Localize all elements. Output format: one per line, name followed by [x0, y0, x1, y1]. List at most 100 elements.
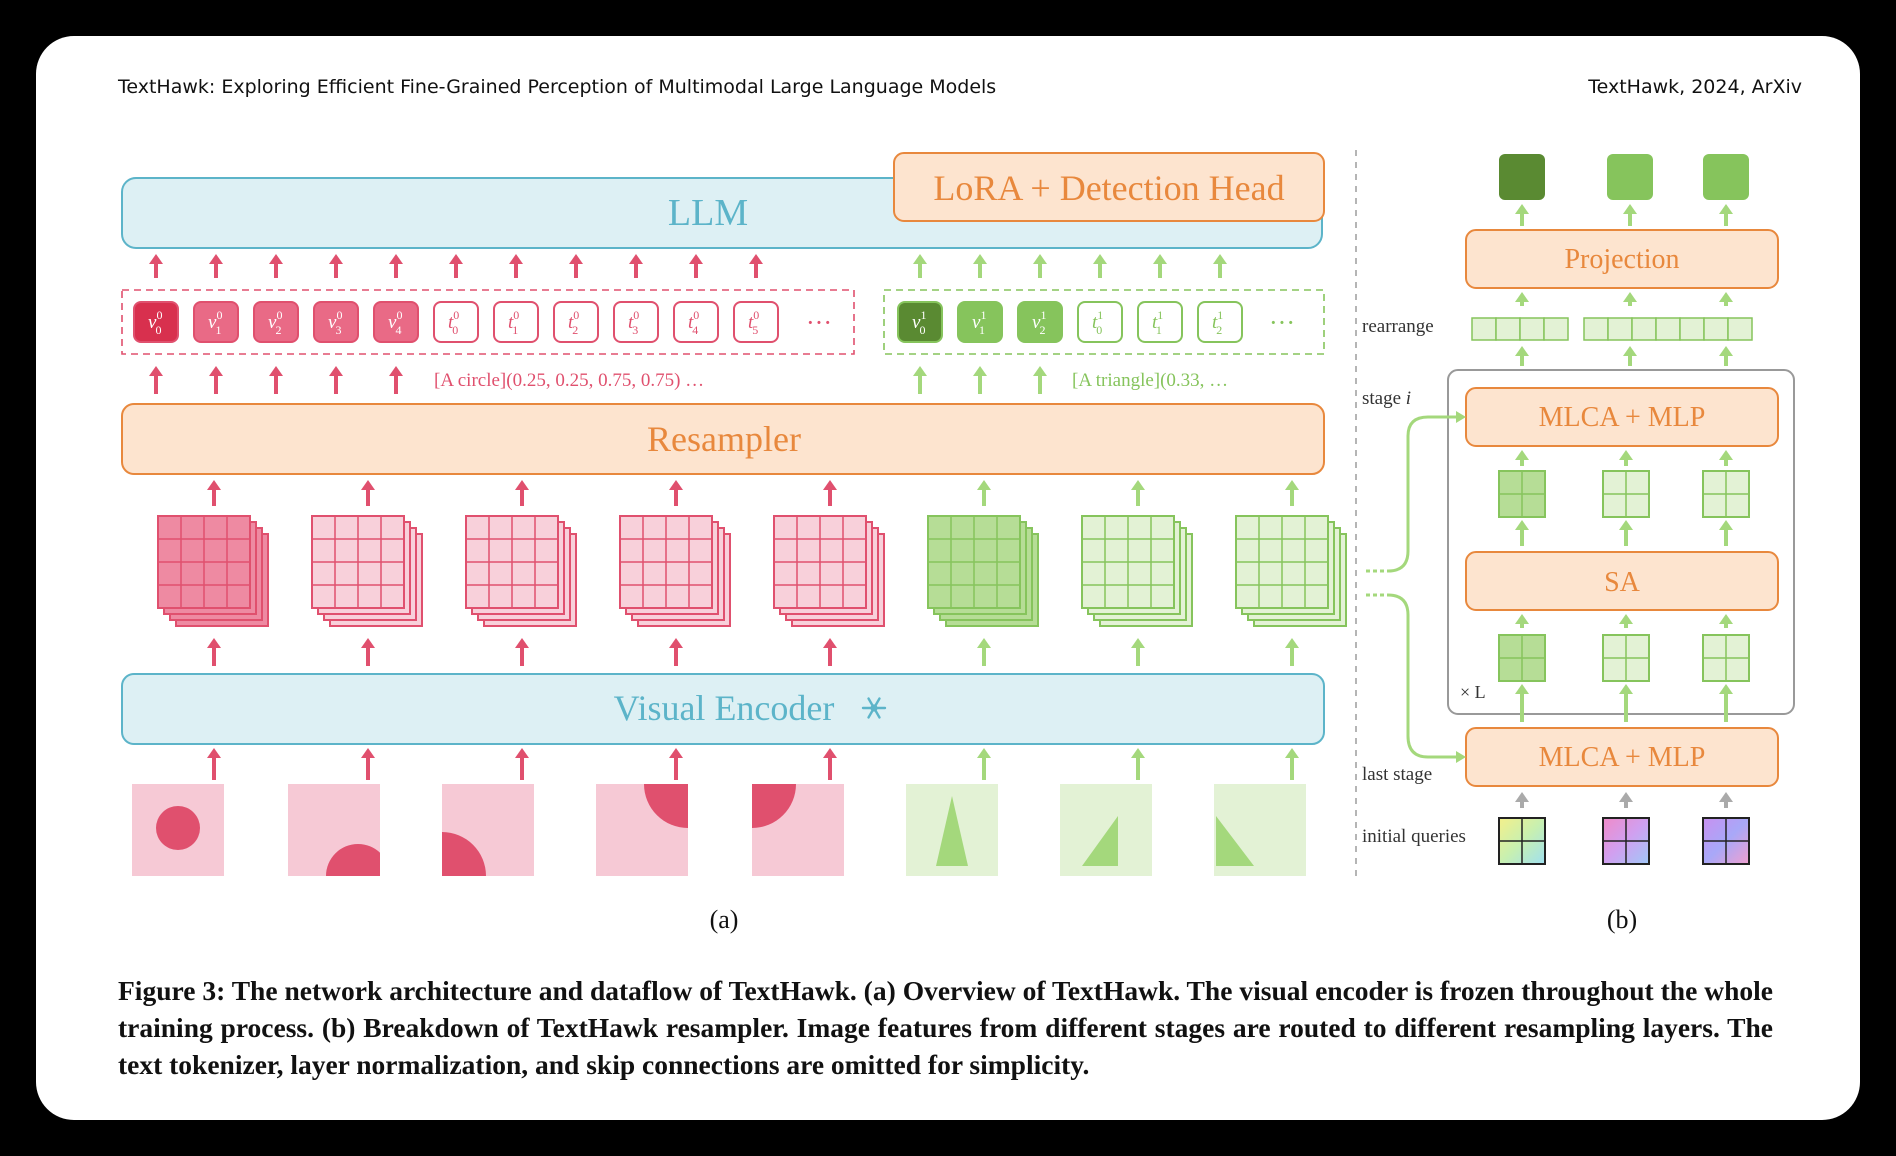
mlca-mlp-label-stage-i: MLCA + MLP	[1539, 402, 1706, 433]
sa-out-arrow-2	[1719, 520, 1733, 546]
red-encoder-out-arrow-3	[669, 638, 683, 666]
figure-caption: Figure 3: The network architecture and d…	[118, 975, 1773, 1080]
panel-a-label: (a)	[710, 905, 739, 934]
initial-query-arrow-2	[1719, 792, 1733, 808]
upper-query-grid-2	[1702, 470, 1750, 518]
red-llm-arrow-4	[389, 254, 403, 278]
svg-text:v04: v04	[388, 308, 402, 337]
green-llm-arrow-0	[913, 254, 927, 278]
red-encoder-out-arrow-0	[207, 638, 221, 666]
svg-text:t11: t11	[1152, 308, 1163, 337]
svg-text:v10: v10	[912, 308, 926, 337]
resampler-label: Resampler	[647, 419, 801, 459]
svg-text:v02: v02	[268, 308, 282, 337]
running-header-venue: TextHawk, 2024, ArXiv	[1588, 76, 1802, 98]
green-image-up-arrow-7	[1285, 748, 1299, 780]
red-feature-stack-2	[465, 515, 577, 627]
sa-label: SA	[1604, 567, 1641, 598]
initial-query-arrow-1	[1619, 792, 1633, 808]
red-image-up-arrow-1	[361, 748, 375, 780]
svg-text:t12: t12	[1212, 308, 1223, 337]
repeated-layer-frame	[1447, 369, 1795, 715]
image-circle-top-right	[596, 784, 688, 876]
red-resampler-out-arrow-2	[269, 366, 283, 394]
green-feature-stack-6	[1081, 515, 1193, 627]
sa-out-arrow-0	[1515, 520, 1529, 546]
upper-query-grid-0	[1498, 470, 1546, 518]
visual-encoder-box	[121, 673, 1325, 745]
red-image-up-arrow-3	[669, 748, 683, 780]
svg-text:v12: v12	[1032, 308, 1046, 337]
svg-text:v01: v01	[208, 308, 222, 337]
sa-out-arrow-1	[1619, 520, 1633, 546]
initial-query-2	[1702, 817, 1750, 865]
sa-in-arrow-1	[1619, 614, 1633, 628]
green-stack-up-arrow-6	[1131, 480, 1145, 506]
visual-encoder-label: Visual Encoder	[614, 688, 835, 728]
green-stack-up-arrow-7	[1285, 480, 1299, 506]
red-stack-up-arrow-1	[361, 480, 375, 506]
stage-routing-lines	[1366, 411, 1466, 763]
rearrange-label: rearrange	[1362, 316, 1434, 337]
red-text-tokens: [A circle](0.25, 0.25, 0.75, 0.75) …	[434, 370, 704, 391]
image-circle-bottom-right	[288, 784, 380, 876]
mlca-mlp-label-last-stage: MLCA + MLP	[1539, 742, 1706, 773]
initial-query-arrow-0	[1515, 792, 1529, 808]
projection-in-arrow-2	[1719, 292, 1733, 306]
output-arrow-2	[1719, 204, 1733, 226]
red-resampler-out-arrow-1	[209, 366, 223, 394]
projection-label: Projection	[1564, 244, 1679, 275]
output-arrow-0	[1515, 204, 1529, 226]
sa-in-arrow-0	[1515, 614, 1529, 628]
rearrange-in-arrow-2	[1719, 346, 1733, 366]
last-stage-out-arrow-0	[1515, 684, 1529, 722]
green-llm-arrow-5	[1213, 254, 1227, 278]
red-llm-arrow-3	[329, 254, 343, 278]
green-encoder-out-arrow-7	[1285, 638, 1299, 666]
red-llm-arrow-2	[269, 254, 283, 278]
green-resampler-out-arrow-1	[973, 366, 987, 394]
red-llm-arrow-5	[449, 254, 463, 278]
red-encoder-out-arrow-2	[515, 638, 529, 666]
red-llm-arrow-6	[509, 254, 523, 278]
rearrange-in-arrow-0	[1515, 346, 1529, 366]
red-feature-stack-3	[619, 515, 731, 627]
green-resampler-out-arrow-2	[1033, 366, 1047, 394]
red-image-up-arrow-4	[823, 748, 837, 780]
red-feature-stack-0	[157, 515, 269, 627]
output-token-0	[1499, 154, 1545, 200]
svg-text:t10: t10	[1092, 308, 1103, 337]
rearrange-row-0	[1471, 317, 1569, 341]
lower-query-grid-1	[1602, 634, 1650, 682]
lora-detection-head-label: LoRA + Detection Head	[933, 168, 1284, 208]
green-image-up-arrow-5	[977, 748, 991, 780]
red-stack-up-arrow-3	[669, 480, 683, 506]
lower-query-grid-2	[1702, 634, 1750, 682]
rearrange-row-1	[1583, 317, 1753, 341]
projection-in-arrow-0	[1515, 292, 1529, 306]
svg-text:v00: v00	[148, 308, 162, 337]
image-triangle-center	[906, 784, 998, 876]
mlca-out-arrow-0	[1515, 450, 1529, 466]
image-circle-center	[132, 784, 224, 876]
red-stack-up-arrow-4	[823, 480, 837, 506]
svg-text:t00: t00	[448, 308, 459, 337]
image-triangle-left	[1214, 784, 1306, 876]
red-stack-up-arrow-2	[515, 480, 529, 506]
red-llm-arrow-10	[749, 254, 763, 278]
red-llm-arrow-7	[569, 254, 583, 278]
red-token-group	[121, 289, 855, 355]
initial-queries-label: initial queries	[1362, 826, 1466, 847]
svg-text:v03: v03	[328, 308, 342, 337]
red-resampler-out-arrow-3	[329, 366, 343, 394]
lower-query-grid-0	[1498, 634, 1546, 682]
